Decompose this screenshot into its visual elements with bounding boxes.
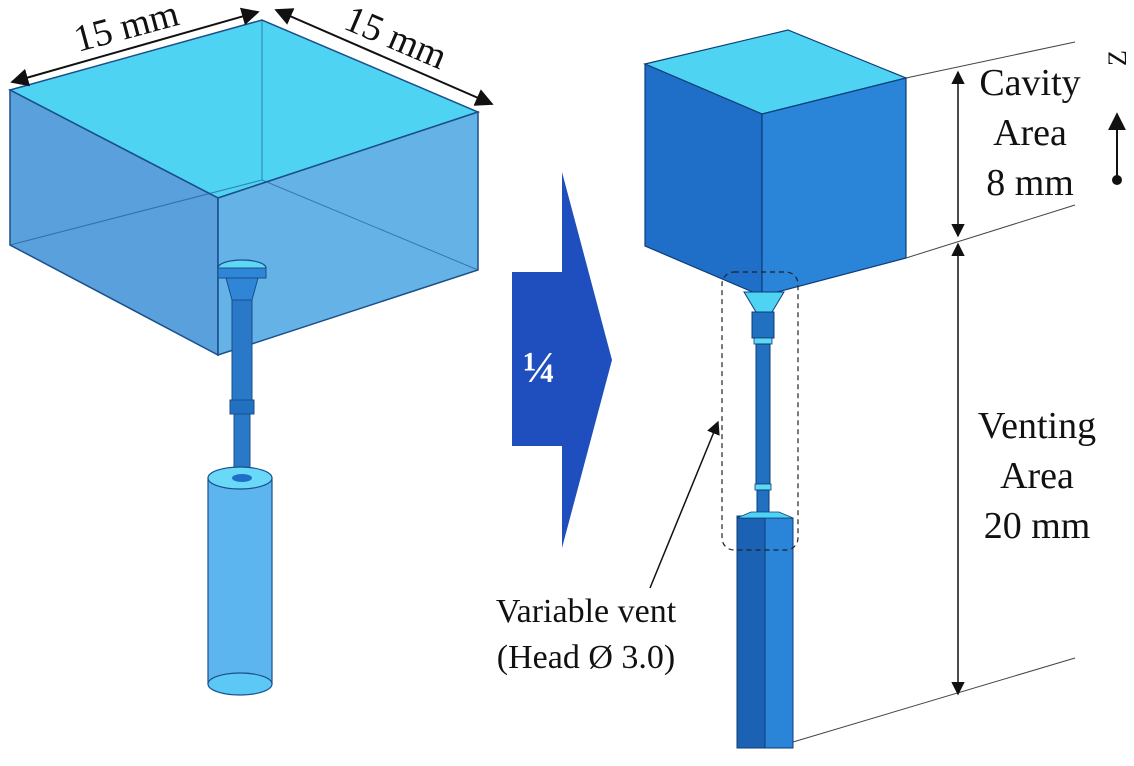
cavity-label-line2: Area — [993, 112, 1067, 154]
quarter-fraction-label: ¼ — [523, 343, 556, 392]
z-axis-label: Z — [1103, 50, 1132, 66]
variable-vent-highlight-box — [721, 271, 799, 551]
vent-bottom-extension-line — [792, 657, 1076, 743]
variable-vent-label-line1: Variable vent — [496, 593, 677, 630]
venting-label-line3: 20 mm — [984, 505, 1091, 547]
cavity-bottom-extension-line — [905, 204, 1076, 259]
width-dimension-arrow — [10, 7, 260, 87]
quarter-model-arrow: ¼ — [512, 172, 612, 548]
cavity-label-line3: 8 mm — [986, 162, 1074, 204]
cavity-top-extension-line — [905, 41, 1076, 79]
venting-label-line2: Area — [1000, 455, 1074, 497]
venting-label-line1: Venting — [978, 405, 1096, 447]
depth-dimension-arrow — [274, 8, 494, 106]
right-pin-sleeve — [736, 511, 794, 749]
z-axis-indicator: Z — [1103, 50, 1132, 185]
variable-vent-leader-arrow — [649, 420, 720, 589]
right-vent-cross-section — [743, 291, 785, 531]
variable-vent-label-line2: (Head Ø 3.0) — [497, 639, 675, 676]
left-vent-pin — [217, 259, 267, 477]
left-pin-sleeve — [207, 466, 273, 696]
cavity-label-line1: Cavity — [979, 62, 1080, 104]
right-quarter-cavity-block — [643, 29, 908, 297]
